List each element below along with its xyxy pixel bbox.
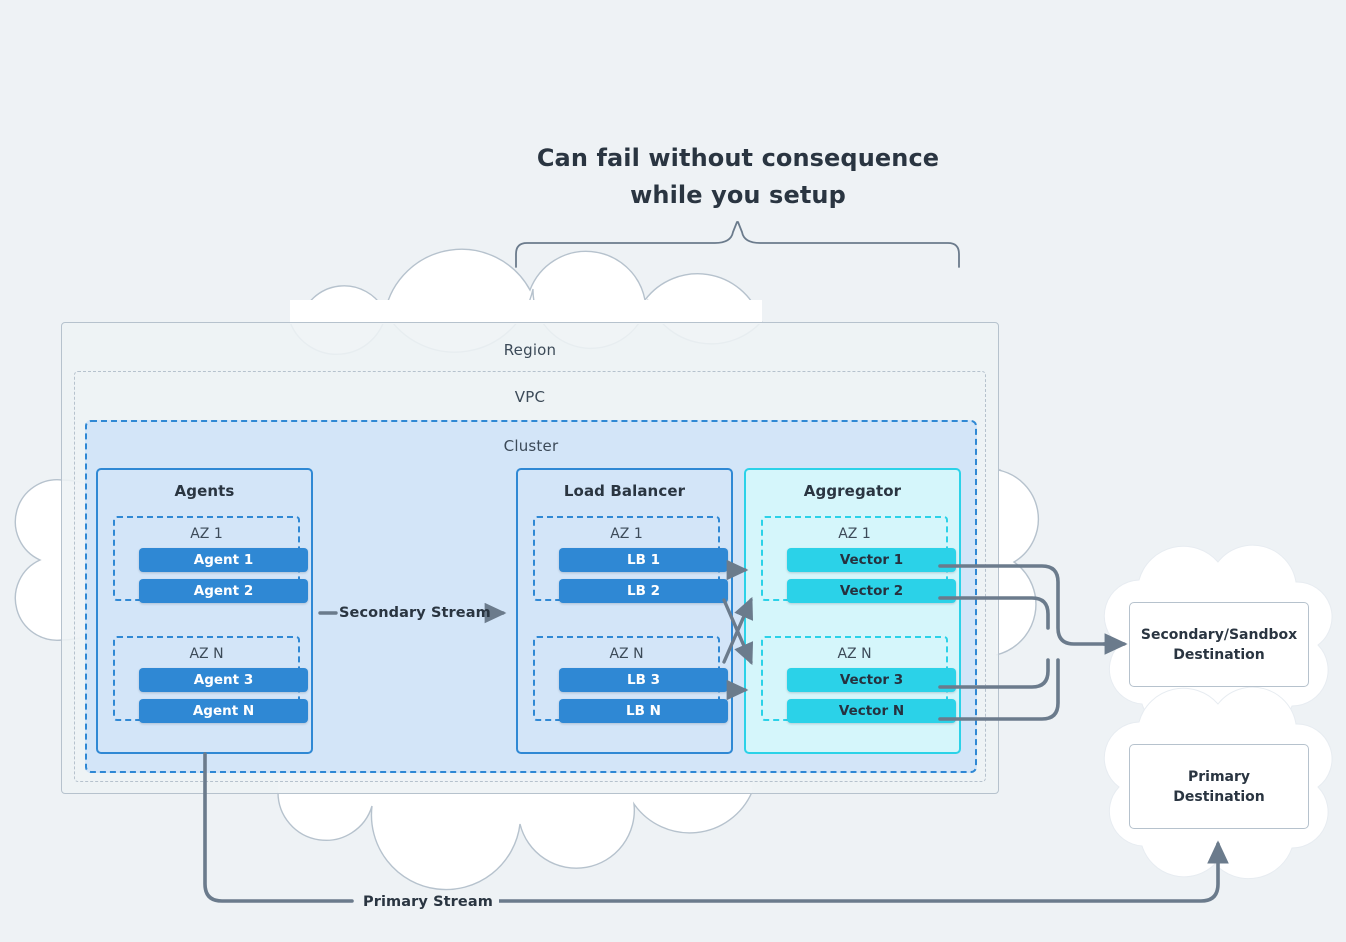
- lb-az-1-label: AZ 1: [610, 526, 643, 542]
- node-vector-2[interactable]: Vector 2: [787, 579, 956, 603]
- node-vector-n[interactable]: Vector N: [787, 699, 956, 723]
- node-agent-3[interactable]: Agent 3: [139, 668, 308, 692]
- page-headline: Can fail without consequence while you s…: [463, 140, 1013, 214]
- group-aggregator: Aggregator AZ 1 Vector 1 Vector 2 AZ N V…: [744, 468, 961, 754]
- lb-az-1: AZ 1 LB 1 LB 2: [533, 516, 728, 603]
- node-vector-1[interactable]: Vector 1: [787, 548, 956, 572]
- headline-line-2: while you setup: [630, 181, 846, 209]
- node-agent-2[interactable]: Agent 2: [139, 579, 308, 603]
- group-load-balancer: Load Balancer AZ 1 LB 1 LB 2 AZ N LB 3 L…: [516, 468, 733, 754]
- node-lb-n[interactable]: LB N: [559, 699, 728, 723]
- node-lb-2[interactable]: LB 2: [559, 579, 728, 603]
- aggregator-az-1-label: AZ 1: [838, 526, 871, 542]
- agents-az-n: AZ N Agent 3 Agent N: [113, 636, 308, 723]
- agents-az-1-label: AZ 1: [190, 526, 223, 542]
- destination-secondary-label: Secondary/Sandbox Destination: [1140, 626, 1298, 663]
- vpc-label: VPC: [514, 388, 546, 406]
- aggregator-az-n: AZ N Vector 3 Vector N: [761, 636, 956, 723]
- cluster-label: Cluster: [503, 437, 559, 455]
- agents-az-n-label: AZ N: [189, 646, 224, 662]
- lb-az-n: AZ N LB 3 LB N: [533, 636, 728, 723]
- headline-line-1: Can fail without consequence: [536, 144, 940, 172]
- group-aggregator-title: Aggregator: [803, 482, 902, 500]
- node-vector-3[interactable]: Vector 3: [787, 668, 956, 692]
- node-lb-3[interactable]: LB 3: [559, 668, 728, 692]
- node-agent-n[interactable]: Agent N: [139, 699, 308, 723]
- primary-stream-label: Primary Stream: [357, 894, 499, 910]
- secondary-stream-label: Secondary Stream: [339, 605, 491, 621]
- destination-primary[interactable]: Primary Destination: [1129, 744, 1309, 829]
- destination-primary-label: Primary Destination: [1173, 768, 1265, 805]
- node-lb-1[interactable]: LB 1: [559, 548, 728, 572]
- group-agents: Agents AZ 1 Agent 1 Agent 2 AZ N Agent 3…: [96, 468, 313, 754]
- agents-az-1: AZ 1 Agent 1 Agent 2: [113, 516, 308, 603]
- aggregator-az-n-label: AZ N: [837, 646, 872, 662]
- aggregator-az-1: AZ 1 Vector 1 Vector 2: [761, 516, 956, 603]
- region-label: Region: [503, 341, 557, 359]
- group-agents-title: Agents: [174, 482, 235, 500]
- node-agent-1[interactable]: Agent 1: [139, 548, 308, 572]
- group-load-balancer-title: Load Balancer: [563, 482, 686, 500]
- destination-secondary[interactable]: Secondary/Sandbox Destination: [1129, 602, 1309, 687]
- lb-az-n-label: AZ N: [609, 646, 644, 662]
